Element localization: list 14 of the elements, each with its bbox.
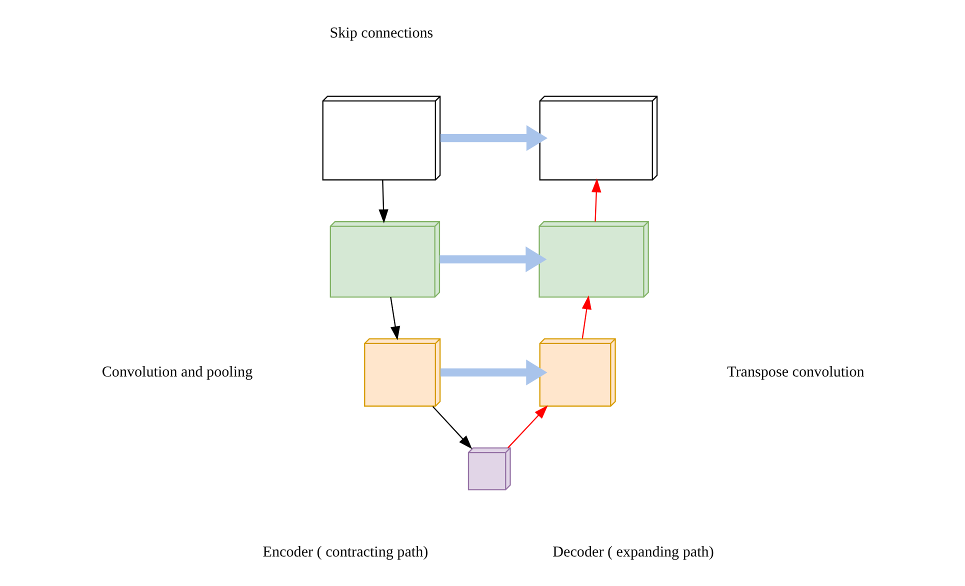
label: Encoder ( contracting path) (262, 544, 428, 560)
arrow (507, 405, 548, 448)
label: Convolution and pooling (101, 364, 252, 380)
arrow (440, 125, 548, 152)
arrow (432, 406, 472, 450)
label: Decoder ( expanding path) (552, 544, 714, 560)
arrow (591, 178, 601, 222)
label: Transpose convolution (726, 364, 864, 380)
label: Skip connections (329, 26, 433, 42)
arrow (390, 297, 400, 340)
arrow (378, 180, 388, 224)
arrow (440, 360, 547, 386)
arrow (439, 246, 546, 272)
arrow (581, 295, 591, 339)
